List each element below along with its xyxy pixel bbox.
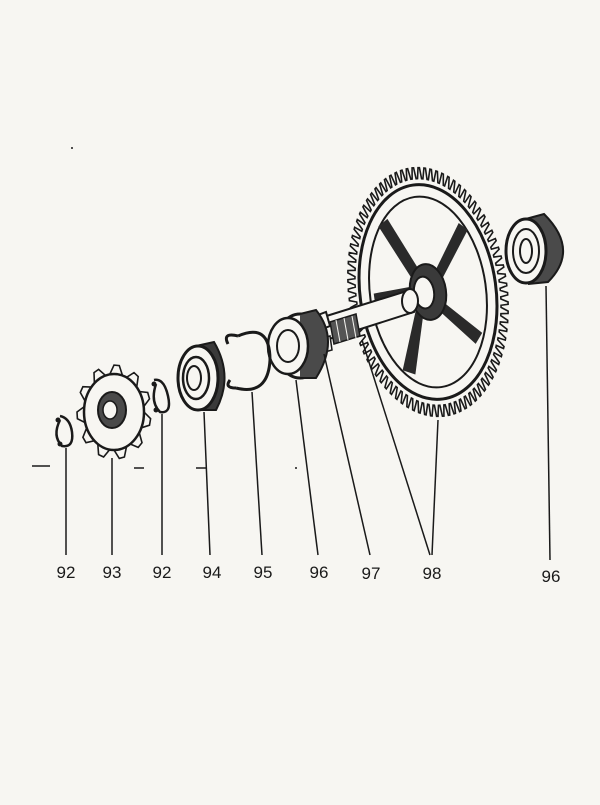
callout-labels: 92 93 92 94 95 96 97 98 96: [57, 563, 561, 586]
callout-95: 95: [254, 563, 273, 582]
callout-92-left: 92: [57, 563, 76, 582]
circlip-92-middle: [151, 378, 171, 414]
ball-bearing-right: [504, 212, 564, 285]
callout-94: 94: [203, 563, 222, 582]
ball-bearing-left: [266, 308, 329, 380]
callout-96-left: 96: [310, 563, 329, 582]
stray-marks: [32, 147, 297, 469]
sprocket-93: [76, 364, 152, 460]
circlip-92-left: [55, 414, 74, 448]
callout-98: 98: [423, 564, 442, 583]
leader-lines: [65, 285, 551, 561]
callout-92-middle: 92: [153, 563, 172, 582]
circlip-ring-95: [224, 330, 272, 391]
callout-96-right: 96: [542, 567, 561, 586]
oil-seal-94: [176, 340, 226, 412]
callout-97: 97: [362, 564, 381, 583]
large-gear: [347, 166, 509, 418]
callout-93: 93: [103, 563, 122, 582]
